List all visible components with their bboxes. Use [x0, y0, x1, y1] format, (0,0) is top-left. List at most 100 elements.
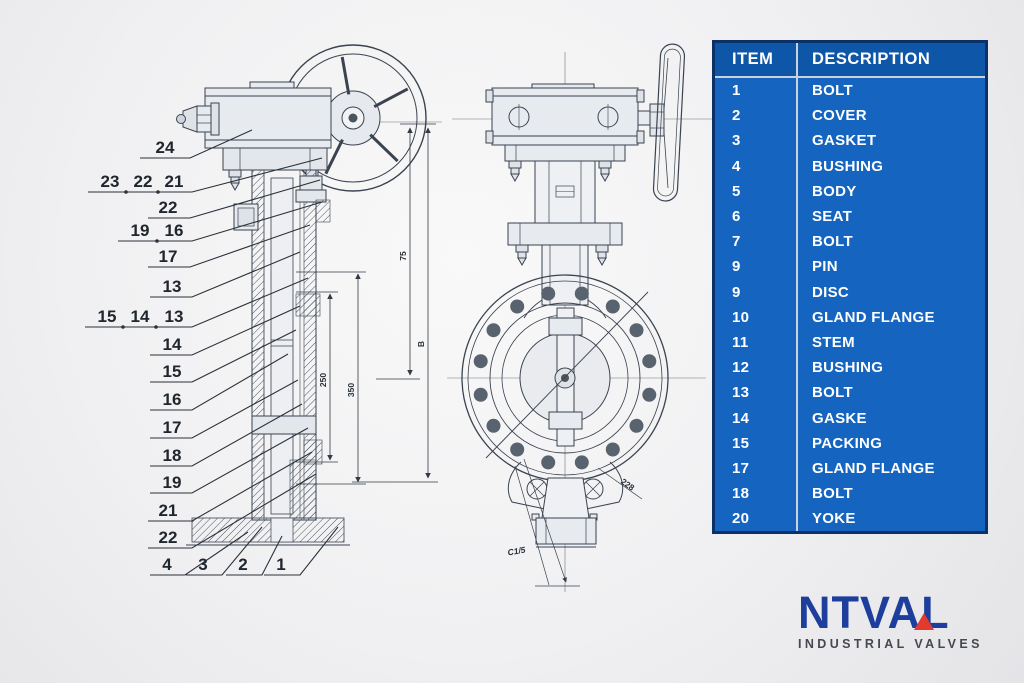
logo-tagline: INDUSTRIAL VALVES: [798, 637, 983, 652]
table-row: 5 BODY: [715, 178, 985, 204]
parts-table: ITEM DESCRIPTION 1 BOLT 2 COVER 3 GASKET…: [712, 40, 988, 535]
dimension-label: 350: [346, 383, 356, 397]
callout-label: 1: [276, 555, 285, 574]
callout-label: 16: [165, 221, 184, 240]
item-number-cell: 14: [715, 405, 796, 431]
item-number-cell: 11: [715, 329, 796, 356]
description-cell: BOLT: [798, 229, 985, 255]
dimension-label: C1/5: [507, 545, 527, 558]
table-row: 12 BUSHING: [715, 355, 985, 381]
brand-logo: NTVAL INDUSTRIAL VALVES: [798, 589, 998, 652]
dimension-lines-front: [514, 458, 643, 587]
bolt: [598, 160, 612, 183]
description-cell: GLAND FLANGE: [798, 455, 985, 481]
description-cell: SEAT: [798, 203, 985, 230]
callout-label: 22: [159, 528, 178, 547]
description-cell: PIN: [798, 254, 985, 280]
callout-label: 21: [159, 501, 178, 520]
callout-label: 13: [165, 307, 184, 326]
callout-label: 17: [163, 418, 182, 437]
description-cell: YOKE: [798, 506, 985, 532]
description-cell: DISC: [798, 279, 985, 305]
item-number-cell: 15: [715, 430, 796, 456]
description-cell: BOLT: [798, 380, 985, 406]
front-view: [447, 43, 742, 592]
table-row: 11 STEM: [715, 329, 985, 356]
table-row: 15 PACKING: [715, 430, 985, 456]
callout-label: 18: [163, 446, 182, 465]
callout-label: 23: [101, 172, 120, 191]
side-view: [176, 44, 442, 546]
item-number-cell: 18: [715, 481, 796, 507]
callout-label: 13: [163, 277, 182, 296]
description-cell: BUSHING: [798, 153, 985, 179]
item-number-cell: 10: [715, 304, 796, 330]
callout-label: 2: [238, 555, 247, 574]
callout-label: 3: [198, 555, 207, 574]
callout-label: 15: [98, 307, 117, 326]
bottom-flange-side: [186, 517, 350, 546]
gearbox-side: [176, 81, 332, 149]
description-cell: GASKE: [798, 405, 985, 431]
bolt-holes: [473, 286, 657, 470]
callout-label: 17: [159, 247, 178, 266]
dimension-label: 75: [398, 251, 408, 261]
description-cell: BOLT: [798, 481, 985, 507]
column-header-item: ITEM: [715, 43, 796, 76]
item-number-cell: 7: [715, 229, 796, 255]
table-row: 6 SEAT: [715, 203, 985, 230]
description-cell: PACKING: [798, 430, 985, 456]
logo-red-triangle-icon: [914, 613, 934, 630]
callout-label: 22: [159, 198, 178, 217]
dimension-lines-side: [296, 123, 438, 485]
description-cell: BUSHING: [798, 355, 985, 381]
callout-label: 4: [162, 555, 172, 574]
callout-label: 19: [163, 473, 182, 492]
item-number-cell: 4: [715, 153, 796, 179]
item-number-cell: 3: [715, 128, 796, 154]
table-row: 9 DISC: [715, 279, 985, 305]
callout-label: 14: [163, 335, 182, 354]
callout-label: 19: [131, 221, 150, 240]
column-header-description: DESCRIPTION: [798, 43, 985, 76]
bolt: [508, 160, 522, 183]
item-number-cell: 17: [715, 455, 796, 481]
table-row: 2 COVER: [715, 103, 985, 129]
bottom-outlet: [507, 461, 624, 548]
table-row: 7 BOLT: [715, 229, 985, 255]
bolt: [515, 244, 529, 267]
table-row: 20 YOKE: [715, 506, 985, 532]
callout-label: 16: [163, 390, 182, 409]
description-cell: BODY: [798, 178, 985, 204]
table-row: 17 GLAND FLANGE: [715, 455, 985, 481]
item-number-cell: 9: [715, 254, 796, 280]
description-cell: BOLT: [798, 78, 985, 104]
item-number-cell: 5: [715, 178, 796, 204]
callout-label: 24: [156, 138, 175, 157]
callouts: 24 23 22 21 22 19 16 17 13 15 14 13 14 1…: [98, 138, 286, 574]
table-row: 18 BOLT: [715, 481, 985, 507]
handwheel-profile: [637, 43, 686, 202]
callout-label: 14: [131, 307, 150, 326]
description-cell: GASKET: [798, 128, 985, 154]
item-number-cell: 2: [715, 103, 796, 129]
body-flange: [461, 274, 669, 482]
yoke-front: [504, 144, 626, 319]
dimension-label: 250: [318, 373, 328, 387]
bolt: [228, 169, 242, 192]
item-number-cell: 6: [715, 203, 796, 230]
gearbox-front: [485, 83, 645, 146]
callout-label: 15: [163, 362, 182, 381]
description-cell: COVER: [798, 103, 985, 129]
item-number-cell: 12: [715, 355, 796, 381]
item-number-cell: 13: [715, 380, 796, 406]
table-row: 3 GASKET: [715, 128, 985, 154]
table-row: 14 GASKE: [715, 405, 985, 431]
callout-label: 22: [134, 172, 153, 191]
description-cell: GLAND FLANGE: [798, 304, 985, 330]
stem-column-section: [233, 169, 331, 521]
item-number-cell: 20: [715, 506, 796, 532]
table-row: 13 BOLT: [715, 380, 985, 406]
item-number-cell: 9: [715, 279, 796, 305]
